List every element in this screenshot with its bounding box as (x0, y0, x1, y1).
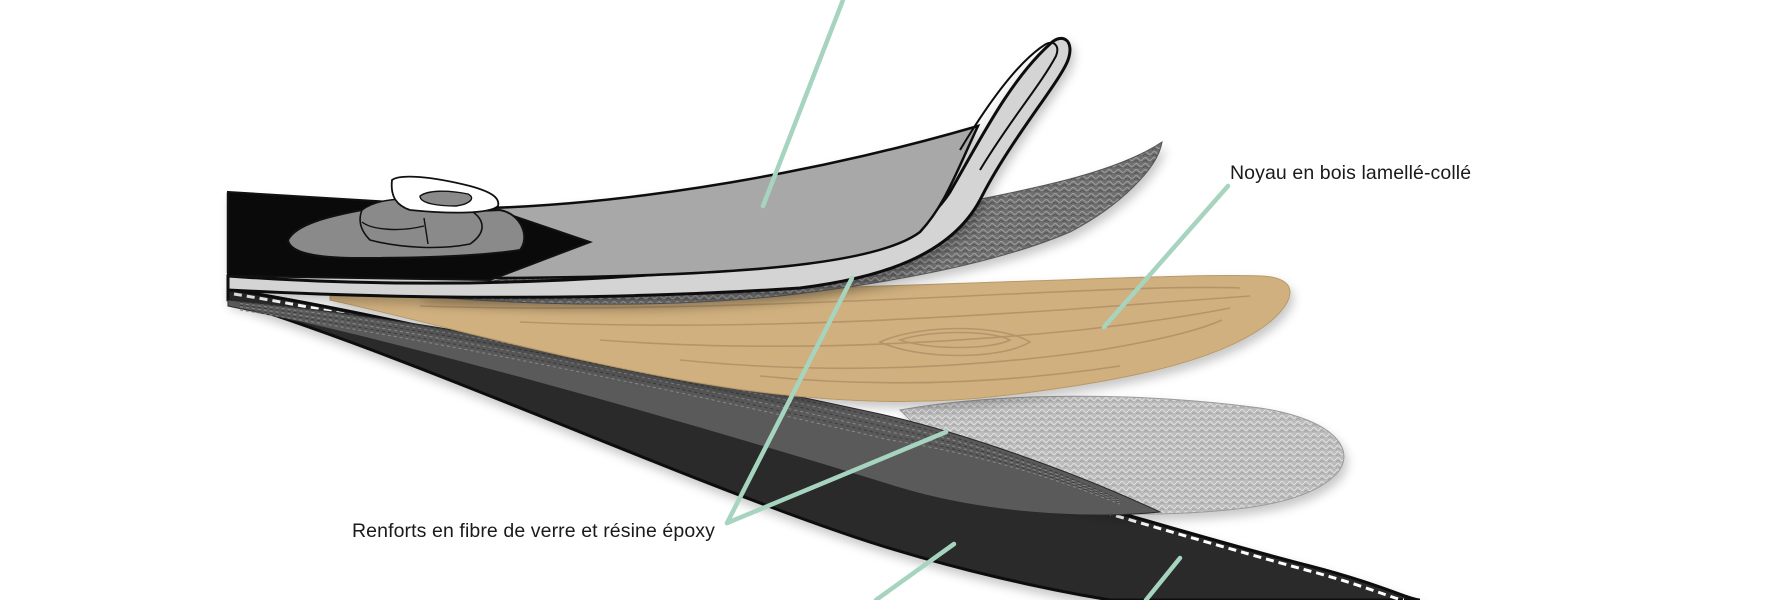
fiber-stitch-line (239, 303, 1121, 502)
binding-detail-line (361, 217, 429, 245)
fiber-stitch-line (239, 309, 1121, 505)
label-fiberglass-reinforcement: Renforts en fibre de verre et résine épo… (352, 520, 715, 542)
wood-grain-line (519, 295, 1251, 327)
leader-line-reinforcement-lower (724, 429, 949, 526)
leader-line-sidewall (873, 541, 957, 600)
wood-grain-line (679, 319, 1223, 370)
binding-area (227, 175, 593, 282)
wood-grain-line (897, 331, 1012, 349)
wood-grain-lines (419, 286, 1251, 384)
label-wood-core: Noyau en bois lamellé-collé (1230, 162, 1472, 184)
fiber-stitch-line (239, 304, 1121, 503)
leader-line-core (1101, 183, 1231, 330)
wood-grain-line (878, 327, 1032, 357)
leader-line-reinforcement-upper (724, 275, 855, 526)
leader-line-top-sheet (760, 0, 846, 209)
binding-heel-window (419, 190, 473, 207)
wood-grain-line (759, 365, 1121, 384)
leader-lines (724, 0, 1231, 600)
tip-loop-inner (959, 41, 1059, 171)
wood-grain-line (419, 286, 1241, 309)
fiber-stitch-line (239, 301, 1121, 501)
leader-line-base (1143, 555, 1183, 600)
ski-binding (286, 175, 526, 260)
